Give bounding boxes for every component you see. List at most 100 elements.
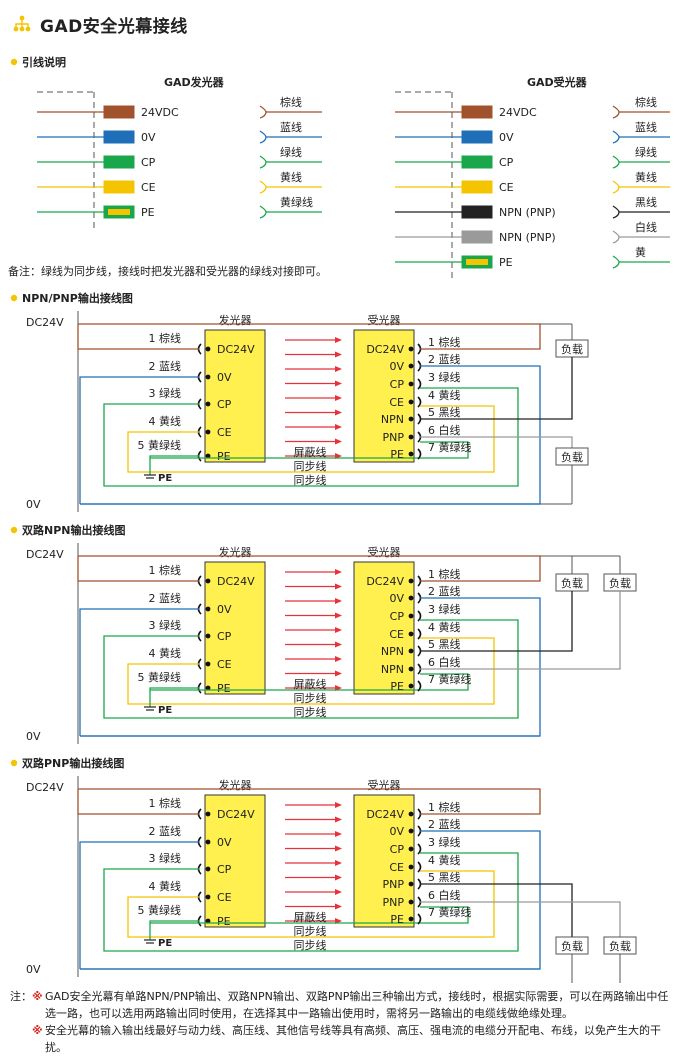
emitter-box: [204, 329, 266, 463]
terminal-dot: [408, 595, 414, 601]
lead-hook: [259, 155, 267, 169]
emitter-terminal-label: CP: [217, 630, 232, 643]
sync-label: 同步线: [294, 459, 327, 473]
emitter-terminal-label: CP: [217, 863, 232, 876]
pe-label: PE: [158, 938, 172, 949]
receiver-terminal-label: DC24V: [366, 575, 404, 588]
emitter-title: 发光器: [219, 545, 252, 559]
section-title: 双路PNP输出接线图: [22, 756, 124, 770]
receiver-wire-label: 1 棕线: [428, 800, 461, 814]
beam-arrow-head: [335, 569, 342, 575]
emitter-brown-wire: [77, 556, 199, 582]
sync-label: 同步线: [294, 705, 327, 719]
lead-signal-label: 24VDC: [499, 106, 537, 119]
note-mark: ※: [32, 990, 43, 1003]
terminal-dot: [408, 864, 414, 870]
beam-arrow-head: [335, 612, 342, 619]
beam-arrow-head: [335, 438, 342, 445]
zero-v-label: 0V: [26, 498, 41, 511]
shield-wire: [150, 906, 469, 924]
lead-hook: [612, 130, 620, 144]
emitter-wire-label: 2 蓝线: [149, 359, 182, 373]
sync-label: 同步线: [294, 691, 327, 705]
receiver-terminal-label: DC24V: [366, 808, 404, 821]
beam-arrow-head: [335, 641, 342, 648]
receiver-terminal-label: 0V: [389, 592, 404, 605]
receiver-wire-label: 4 黄线: [428, 853, 461, 867]
terminal-dot: [408, 846, 414, 852]
emitter-wire-label: 2 蓝线: [149, 591, 182, 605]
terminal-dot: [205, 606, 211, 612]
emitter-terminal-label: CP: [217, 398, 232, 411]
lead-color-name: 黄线: [635, 170, 657, 184]
lead-color-block: [461, 180, 493, 194]
lead-color-block: [461, 205, 493, 219]
sync-label: 同步线: [294, 473, 327, 487]
beam-arrow-head: [335, 380, 342, 387]
lead-signal-label: PE: [141, 206, 155, 219]
lead-block-title: GAD发光器: [164, 75, 225, 89]
terminal-dot: [205, 661, 211, 667]
terminal-dot: [408, 399, 414, 405]
emitter-wire-label: 5 黄绿线: [138, 438, 182, 452]
receiver-title: 受光器: [368, 313, 401, 327]
emitter-terminal-label: PE: [217, 450, 231, 463]
receiver-terminal-label: PNP: [383, 431, 405, 444]
emitter-blue-wire: [79, 841, 199, 969]
emitter-terminal-label: DC24V: [217, 343, 255, 356]
note-text: 安全光幕的输入输出线最好与动力线、高压线、其他信号线等具有高频、高压、强电流的电…: [45, 1024, 661, 1054]
terminal-hook: [417, 628, 422, 640]
note-item: 注： ※ GAD安全光幕有单路NPN/PNP输出、双路NPN输出、双路PNP输出…: [10, 988, 670, 1022]
emitter-terminal-label: 0V: [217, 371, 232, 384]
emitter-terminal-label: PE: [217, 915, 231, 928]
lead-hook: [612, 155, 620, 169]
shield-label: 屏蔽线: [294, 445, 327, 459]
emitter-terminal-label: CE: [217, 658, 232, 671]
lead-color-name: 棕线: [280, 95, 302, 109]
receiver-wire-label: 6 白线: [428, 655, 461, 669]
npn-output-wire: [420, 357, 573, 420]
emitter-terminal-label: CE: [217, 891, 232, 904]
receiver-terminal-label: PE: [390, 448, 404, 461]
receiver-title: 受光器: [368, 545, 401, 559]
emitter-terminal-label: PE: [217, 682, 231, 695]
terminal-dot: [205, 918, 211, 924]
receiver-wire-label: 5 黑线: [428, 405, 461, 419]
beam-arrow-head: [335, 337, 342, 343]
receiver-wire-label: 6 白线: [428, 423, 461, 437]
dc24v-label: DC24V: [26, 781, 64, 794]
terminal-dot: [408, 811, 414, 817]
beam-arrow-head: [335, 889, 342, 895]
lead-signal-label: 0V: [141, 131, 156, 144]
emitter-terminal-label: 0V: [217, 836, 232, 849]
receiver-wire-label: 2 蓝线: [428, 817, 461, 831]
section-title: 双路NPN输出接线图: [22, 523, 125, 537]
receiver-wire-label: 3 绿线: [428, 370, 461, 384]
lead-hook: [259, 105, 267, 119]
beam-arrow-head: [335, 874, 342, 881]
terminal-dot: [408, 631, 414, 637]
emitter-wire-label: 1 棕线: [149, 796, 182, 810]
terminal-dot: [408, 363, 414, 369]
lead-hook: [612, 230, 620, 244]
receiver-box: [353, 561, 415, 695]
emitter-wire-label: 3 绿线: [149, 386, 182, 400]
terminal-dot: [408, 451, 414, 457]
emitter-blue-wire: [79, 608, 199, 736]
emitter-terminal-label: DC24V: [217, 575, 255, 588]
shield-wire: [150, 673, 469, 691]
receiver-box: [353, 329, 415, 463]
lead-color-name: 白线: [635, 220, 657, 234]
receiver-terminal-label: DC24V: [366, 343, 404, 356]
receiver-terminal-label: NPN: [381, 663, 404, 676]
emitter-wire-label: 4 黄线: [149, 879, 182, 893]
terminal-dot: [205, 633, 211, 639]
lead-pe-stripe: [108, 209, 130, 215]
terminal-dot: [205, 894, 211, 900]
emitter-terminal-label: CE: [217, 426, 232, 439]
note-text: GAD安全光幕有单路NPN/PNP输出、双路NPN输出、双路PNP输出三种输出方…: [45, 990, 669, 1020]
beam-arrow-head: [335, 670, 342, 677]
lead-color-name: 蓝线: [280, 120, 302, 134]
lead-color-name: 绿线: [280, 145, 302, 159]
